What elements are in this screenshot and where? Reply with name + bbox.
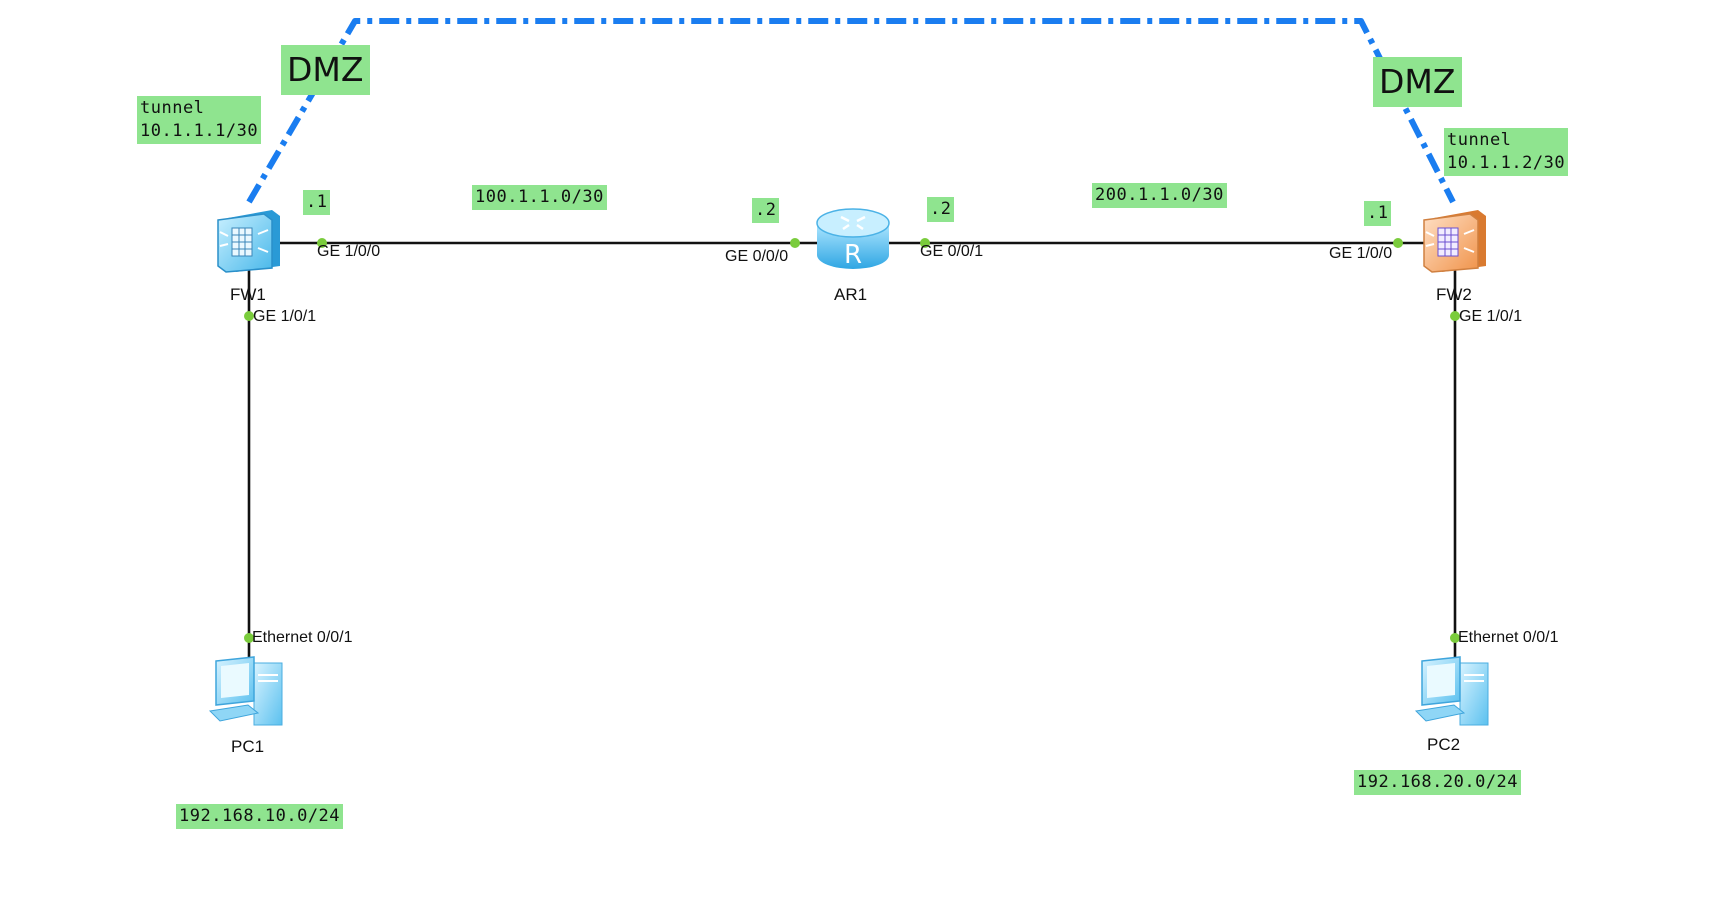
fw1-name: FW1	[230, 285, 266, 304]
port-dot-fw1-ge100	[317, 238, 327, 248]
port-label-ar1-ge000: GE 0/0/0	[725, 248, 789, 265]
pc1-name: PC1	[231, 737, 265, 756]
port-label-pc2-eth: Ethernet 0/0/1	[1458, 629, 1559, 646]
fw2-device[interactable]	[1420, 208, 1488, 274]
net-right-label: 200.1.1.0/30	[1092, 183, 1227, 208]
router-icon: R	[816, 208, 890, 270]
firewall-icon	[217, 210, 280, 273]
port-dot-ar1-ge000	[790, 238, 800, 248]
tunnel-link	[246, 18, 1456, 204]
port-dot-ar1-ge001	[920, 238, 930, 248]
svg-text:R: R	[844, 240, 862, 270]
pc2-device[interactable]	[1414, 655, 1496, 731]
pc2-name: PC2	[1427, 735, 1461, 754]
pc1-device[interactable]	[208, 655, 290, 731]
fw2-host-label: .1	[1364, 201, 1392, 226]
port-dot-fw2-ge101	[1450, 311, 1460, 321]
port-dot-fw1-ge101	[244, 311, 254, 321]
ar1-name: AR1	[834, 285, 868, 304]
dmz-left-label: DMZ	[281, 45, 370, 95]
pc-icon	[208, 656, 283, 726]
port-label-fw1-ge100: GE 1/0/0	[317, 243, 381, 260]
port-label-pc1-eth: Ethernet 0/0/1	[252, 629, 353, 646]
ar1-device[interactable]: R	[815, 205, 891, 273]
port-label-fw1-ge101: GE 1/0/1	[253, 308, 317, 325]
port-dot-fw2-ge100	[1393, 238, 1403, 248]
net-left-label: 100.1.1.0/30	[472, 185, 607, 210]
pc-icon	[1414, 656, 1489, 726]
ar1-right-host-label: .2	[927, 197, 955, 222]
port-label-fw2-ge101: GE 1/0/1	[1459, 308, 1523, 325]
port-dot-pc1-eth	[244, 633, 254, 643]
lan-left-label: 192.168.10.0/24	[176, 804, 344, 829]
port-label-ar1-ge001: GE 0/0/1	[920, 243, 984, 260]
firewall-icon	[1423, 210, 1486, 273]
fw1-host-label: .1	[303, 190, 331, 215]
dmz-right-label: DMZ	[1373, 57, 1462, 107]
tunnel-left-label: tunnel 10.1.1.1/30	[137, 96, 262, 144]
ar1-left-host-label: .2	[752, 198, 780, 223]
lan-right-label: 192.168.20.0/24	[1354, 770, 1522, 795]
fw2-name: FW2	[1436, 285, 1472, 304]
port-label-fw2-ge100: GE 1/0/0	[1329, 245, 1393, 262]
tunnel-right-label: tunnel 10.1.1.2/30	[1444, 128, 1569, 176]
port-dot-pc2-eth	[1450, 633, 1460, 643]
fw1-device[interactable]	[214, 208, 282, 274]
